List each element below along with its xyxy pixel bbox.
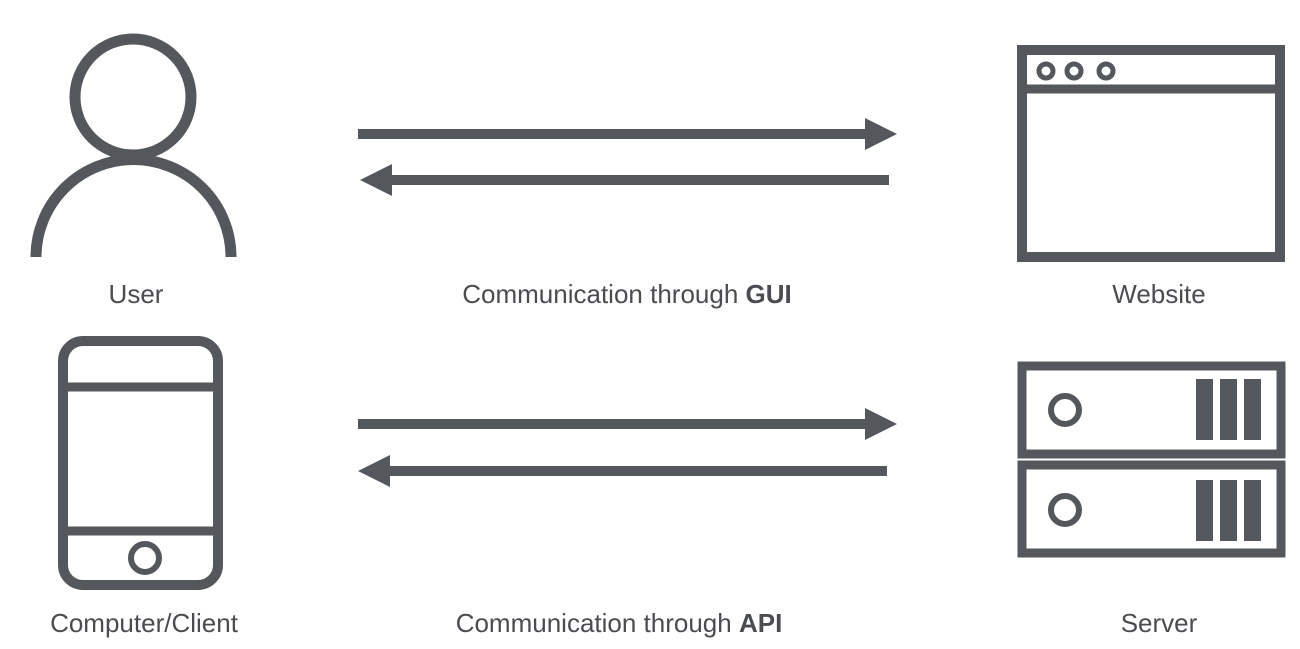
api-communication-label: Communication through API — [456, 608, 783, 638]
gui-label-prefix: Communication through — [462, 279, 746, 309]
server-icon — [1017, 361, 1286, 558]
gui-label-bold: GUI — [745, 279, 792, 309]
gui-arrow-right — [358, 118, 897, 150]
api-arrows — [358, 408, 897, 487]
user-icon — [30, 33, 237, 258]
smartphone-icon — [58, 336, 223, 590]
user-label: User — [108, 279, 164, 309]
api-label-prefix: Communication through — [455, 608, 739, 638]
gui-arrow-left — [360, 164, 889, 196]
server-label: Server — [1120, 608, 1198, 638]
api-arrow-right — [358, 408, 897, 440]
server-unit-top — [1017, 361, 1286, 459]
server-unit-bottom — [1017, 460, 1286, 558]
api-label-bold: API — [738, 608, 783, 638]
client-label: Computer/Client — [50, 608, 238, 638]
website-label: Website — [1112, 279, 1206, 309]
browser-window-icon — [1017, 45, 1285, 262]
gui-communication-label: Communication through GUI — [462, 279, 792, 309]
gui-arrows — [358, 118, 897, 196]
api-arrow-left — [358, 455, 887, 487]
